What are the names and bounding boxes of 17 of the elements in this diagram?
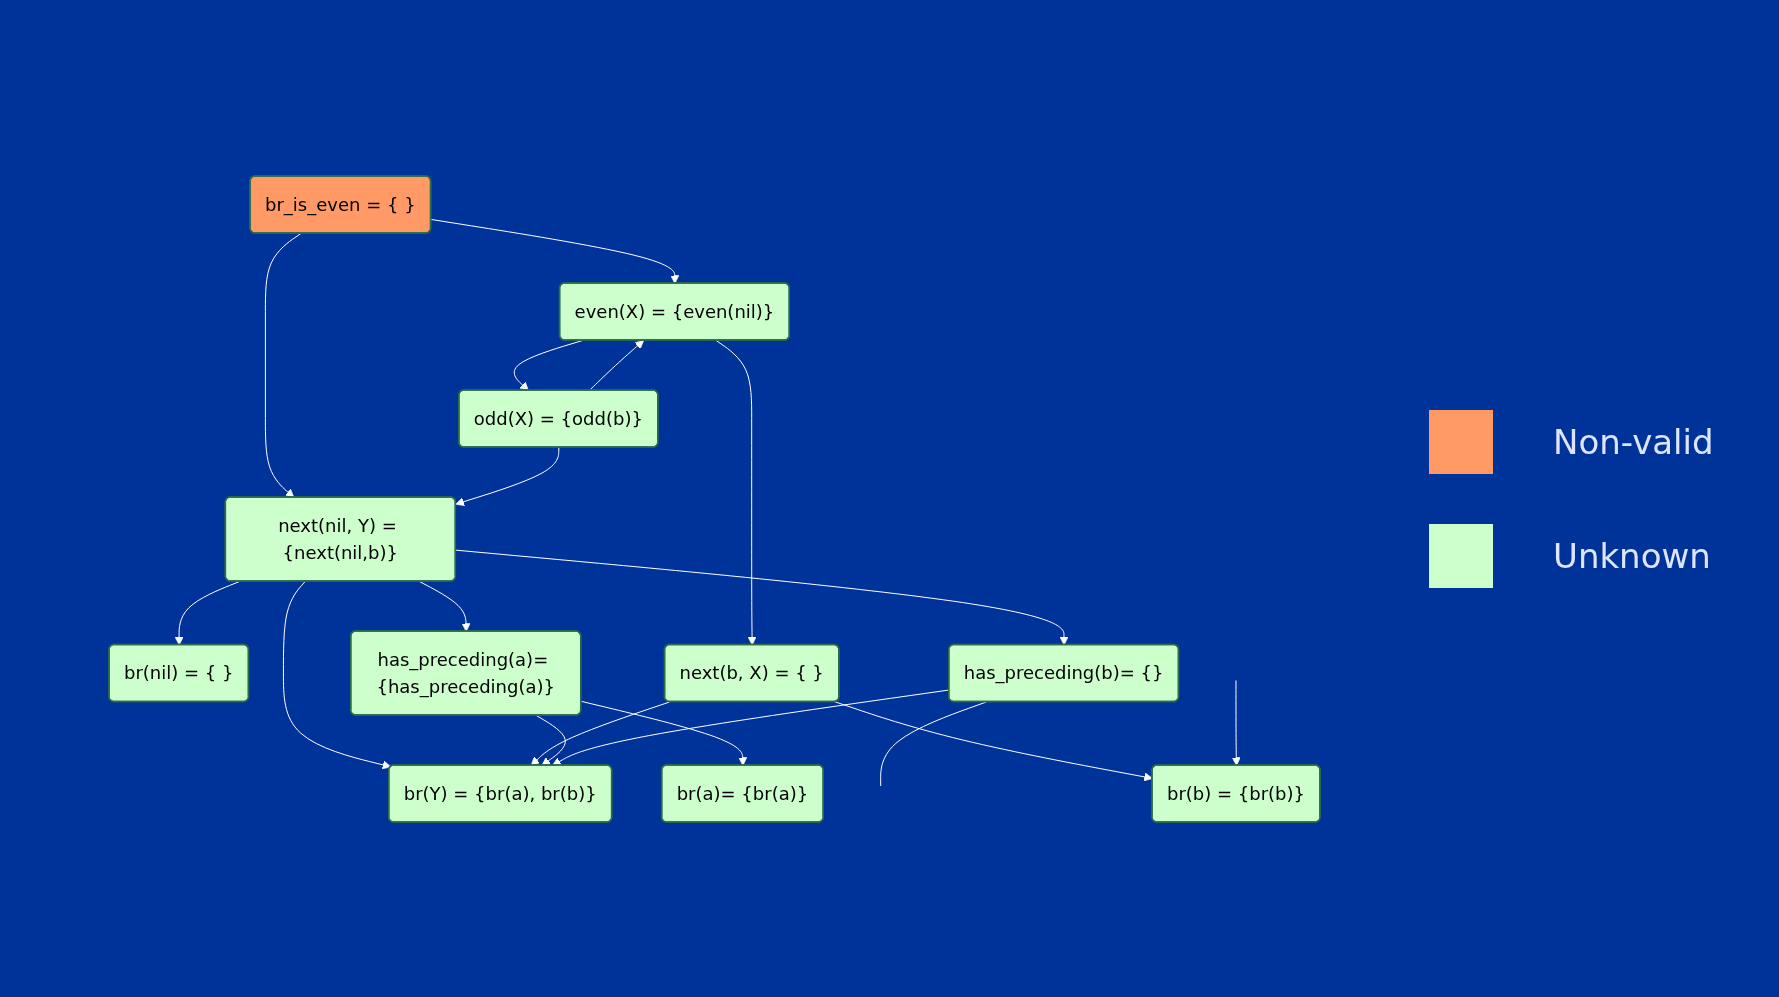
arrow <box>1231 679 1241 766</box>
arrow <box>418 580 471 632</box>
arrow <box>174 580 240 645</box>
arrow <box>455 549 1069 645</box>
arrow <box>264 232 302 498</box>
arrow <box>535 714 566 766</box>
arrow <box>530 700 671 766</box>
arrow <box>580 700 748 766</box>
legend-text: Non-valid <box>1553 421 1714 462</box>
arrow <box>282 580 392 769</box>
legend-text: Unknown <box>1553 535 1711 576</box>
arrow <box>430 218 680 284</box>
connector <box>880 701 987 786</box>
arrow <box>715 339 757 645</box>
arrow <box>455 446 560 506</box>
arrow <box>513 339 584 391</box>
arrow <box>588 339 644 391</box>
